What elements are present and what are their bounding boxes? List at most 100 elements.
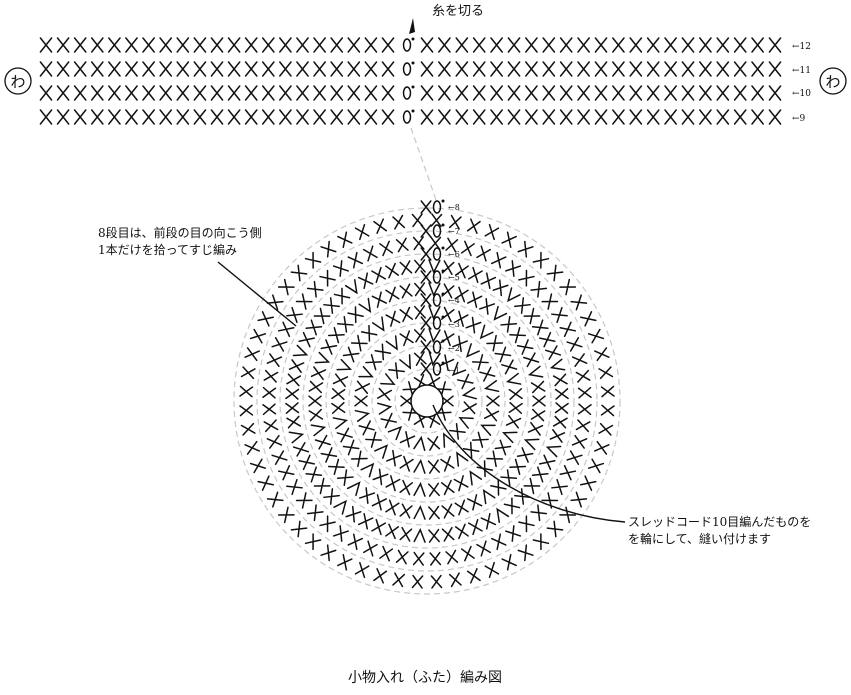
single-crochet-stitch [509,327,527,344]
single-crochet-stitch [471,431,489,448]
single-crochet-stitch [505,414,522,429]
band-slip-stitch [402,37,415,52]
single-crochet-stitch [323,488,340,505]
single-crochet-stitch [570,294,588,311]
wa-left: わ [4,67,32,95]
band-stitch [542,85,556,101]
single-crochet-stitch [365,431,383,448]
single-crochet-stitch [399,455,414,472]
single-crochet-stitch [462,441,480,459]
increase-stitch [428,282,441,298]
band-stitch [594,61,608,77]
single-crochet-stitch [373,218,388,234]
band-stitch [142,109,155,125]
band-stitch [455,85,469,101]
single-crochet-stitch [427,482,440,497]
column-stitch [420,270,432,284]
radial-stitches [239,199,615,589]
single-crochet-stitch [448,214,462,230]
band-stitch [261,37,275,53]
single-crochet-stitch [575,369,591,383]
single-crochet-stitch [374,343,392,361]
band-stitch [210,37,224,53]
band-stitch [681,61,695,77]
single-crochet-stitch [385,499,400,516]
note-left-leader [217,261,297,327]
band-stitch [56,109,70,125]
single-crochet-stitch [454,286,469,303]
band-stitch [472,85,486,101]
single-crochet-stitch [304,251,322,269]
band-stitch [629,37,643,53]
increase-stitch [292,344,309,357]
single-crochet-stitch [285,402,300,414]
round-label-1: ←1 [448,366,460,375]
single-crochet-stitch [514,488,531,505]
single-crochet-stitch [371,494,387,511]
band-stitch [279,61,292,77]
band-stitch [142,85,155,101]
band-stitch [210,61,224,77]
single-crochet-stitch [577,386,592,399]
single-crochet-stitch [411,213,424,228]
single-crochet-stitch [428,505,440,520]
column-slip-stitch [432,339,445,354]
band-stitch [490,61,503,77]
single-crochet-stitch [546,264,564,282]
row-label-9: ←9 [792,114,806,124]
single-crochet-stitch [306,504,324,522]
band-stitch [176,37,190,53]
band-stitch [227,61,241,77]
band-stitch [542,109,556,125]
band-stitch [90,61,104,77]
band-stitch [142,37,155,53]
single-crochet-stitch [600,404,615,417]
round-guide [233,207,621,595]
band-stitch [577,61,590,77]
top-band [39,37,782,125]
single-crochet-stitch [327,458,345,475]
increase-stitch [344,279,358,295]
band-stitch [629,61,643,77]
single-crochet-stitch [399,260,413,276]
single-crochet-stitch [331,388,346,401]
single-crochet-stitch [271,450,288,466]
band-stitch [751,109,764,125]
single-crochet-stitch [480,513,497,530]
single-crochet-stitch [413,351,427,366]
round-guide [325,299,529,503]
band-stitch [159,37,173,53]
single-crochet-stitch [372,468,389,486]
single-crochet-stitch [336,315,354,333]
band-stitch [142,61,155,77]
increase-stitch [399,354,412,370]
single-crochet-stitch [392,572,406,588]
band-stitch [664,61,677,77]
single-crochet-stitch [292,441,310,457]
single-crochet-stitch [490,478,507,496]
single-crochet-stitch [380,412,397,429]
single-crochet-stitch [514,297,531,314]
band-stitch [420,37,434,53]
band-stitch [279,37,292,53]
band-stitch [176,109,190,125]
single-crochet-stitch [430,213,443,228]
band-stitch [472,37,486,53]
band-stitch [364,61,378,77]
single-crochet-stitch [559,321,577,338]
increase-stitch [482,488,496,505]
diagram-title: 小物入れ（ふた）編み図 [348,670,502,686]
band-stitch [438,109,451,125]
single-crochet-stitch [486,395,500,407]
band-stitch [525,85,538,101]
round-3 [354,328,500,474]
band-stitch [176,61,190,77]
band-stitch [733,85,747,101]
single-crochet-stitch [266,491,284,508]
band-stitch [420,109,434,125]
band-stitch [716,109,730,125]
single-crochet-stitch [559,506,577,524]
round-label-2: ←2 [448,344,460,353]
